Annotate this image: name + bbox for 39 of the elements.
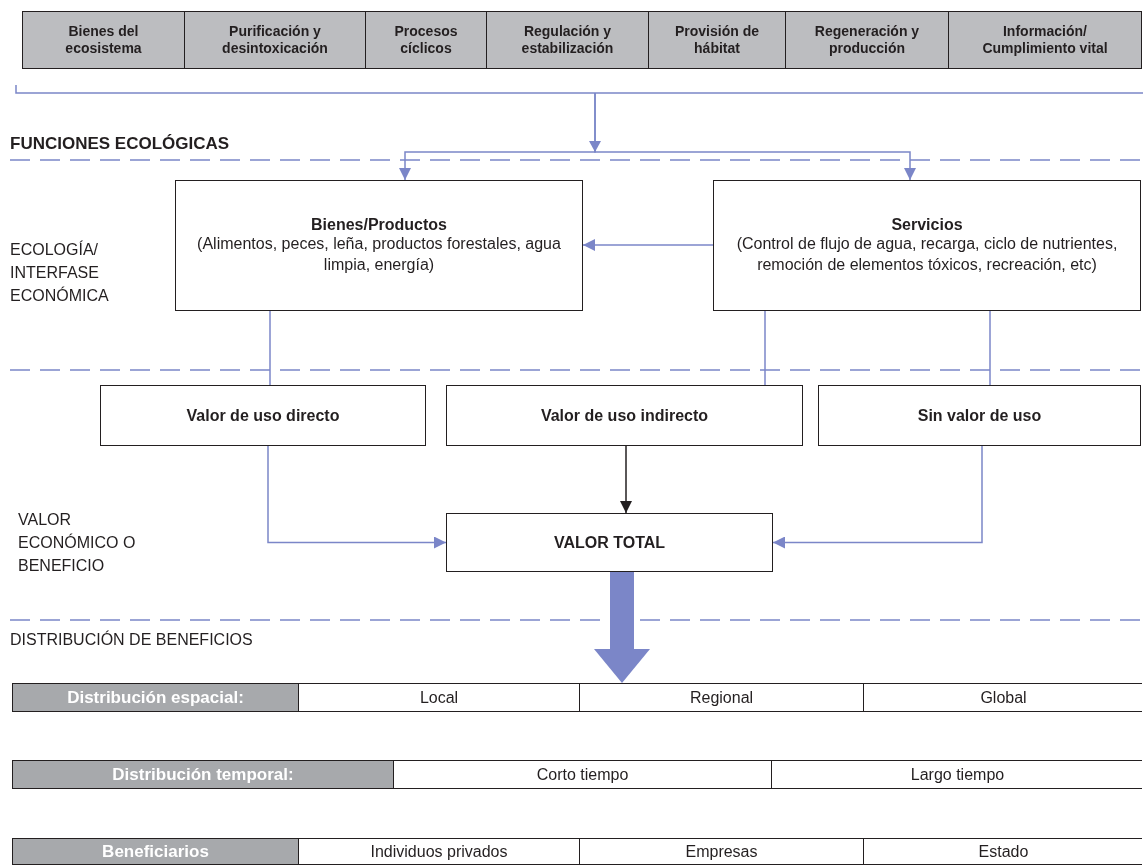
function-box: Regeneración y producción <box>785 11 949 69</box>
process-box: Valor de uso indirecto <box>446 385 803 446</box>
section-label: ECOLOGÍA/ INTERFASE ECONÓMICA <box>10 239 110 307</box>
arrow <box>620 445 632 514</box>
arrow <box>267 445 447 549</box>
table-cell: Global <box>863 684 1143 711</box>
function-box: Procesos cíclicos <box>365 11 487 69</box>
function-box: Purificación y desintoxicación <box>184 11 366 69</box>
table-row <box>12 760 1142 789</box>
box-description: (Control de flujo de agua, recarga, ciclo de nutrientes, remoción de elementos tóxicos, recreación, etc) <box>735 234 1119 276</box>
function-box: Provisión de hábitat <box>648 11 786 69</box>
box-description: (Alimentos, peces, leña, productos forestales, agua limpia, energía) <box>196 234 562 276</box>
row-header: Distribución espacial: <box>13 684 298 711</box>
arrow <box>594 92 916 181</box>
connector-line <box>764 310 766 386</box>
block-arrow <box>594 572 650 683</box>
connector-line <box>989 310 991 386</box>
box-heading: Servicios <box>891 215 963 235</box>
process-box: Sin valor de uso <box>818 385 1141 446</box>
arrow <box>772 445 983 549</box>
process-box: Valor de uso directo <box>100 385 426 446</box>
table-row <box>12 683 1142 712</box>
function-box: Bienes del ecosistema <box>22 11 185 69</box>
function-box: Información/ Cumplimiento vital <box>948 11 1142 69</box>
process-box <box>713 180 1141 311</box>
box-heading: Bienes/Productos <box>311 215 447 235</box>
row-header: Distribución temporal: <box>13 761 393 788</box>
connector-line <box>269 310 271 386</box>
table-row <box>12 838 1142 865</box>
process-box: VALOR TOTAL <box>446 513 773 572</box>
arrow <box>582 239 714 251</box>
process-box <box>175 180 583 311</box>
row-header: Beneficiarios <box>13 839 298 864</box>
section-label: DISTRIBUCIÓN DE BENEFICIOS <box>10 629 254 650</box>
function-box: Regulación y estabilización <box>486 11 649 69</box>
section-label: FUNCIONES ECOLÓGICAS <box>10 133 231 155</box>
table-cell: Estado <box>863 839 1143 864</box>
section-label: VALOR ECONÓMICO O BENEFICIO <box>18 510 137 577</box>
table-cell: Largo tiempo <box>771 761 1143 788</box>
